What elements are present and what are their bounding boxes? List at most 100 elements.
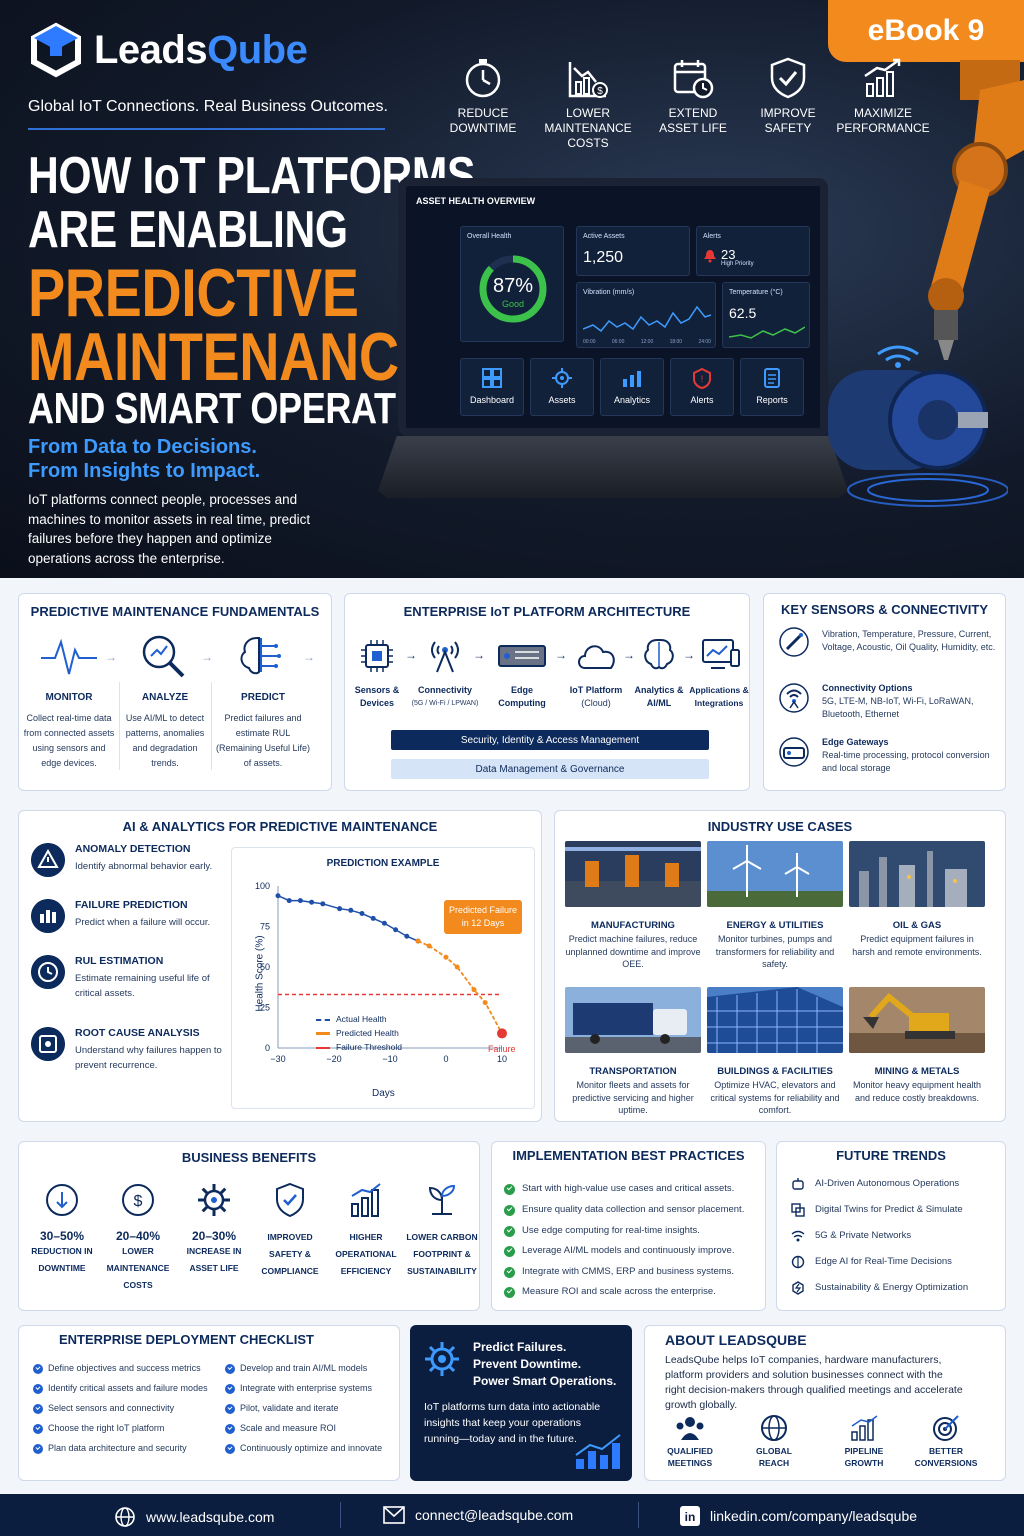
health-gauge-icon xyxy=(479,255,547,323)
actual-point xyxy=(359,911,365,917)
checklist-item: Define objectives and success metrics xyxy=(33,1363,201,1374)
predicted-point xyxy=(454,964,460,970)
trend-item: Sustainability & Energy Optimization xyxy=(791,1281,968,1295)
about-title: ABOUT LEADSQUBE xyxy=(665,1332,807,1348)
subheadline-2: From Insights to Impact. xyxy=(28,460,261,482)
arrow-icon: → xyxy=(473,648,485,662)
alert-icon: ! xyxy=(693,367,711,389)
future-trends-title: FUTURE TRENDS xyxy=(836,1148,946,1163)
magnifier-chart-icon xyxy=(142,635,185,678)
best-practices-panel: IMPLEMENTATION BEST PRACTICES Start with… xyxy=(491,1141,766,1311)
node-platform: IoT Platform(Cloud) xyxy=(569,685,623,708)
practice-item: Ensure quality data collection and senso… xyxy=(504,1204,744,1216)
actual-point xyxy=(286,898,292,904)
anomaly-warning-icon xyxy=(31,843,65,877)
arrow-icon: → xyxy=(105,650,117,664)
checklist-item: Choose the right IoT platform xyxy=(33,1423,164,1434)
brain-icon xyxy=(644,639,674,670)
brain-circuit-icon xyxy=(240,637,281,675)
connectivity-options: 5G, LTE-M, NB-IoT, Wi-Fi, LoRaWAN, Bluet… xyxy=(822,696,974,719)
analytics-icon xyxy=(623,371,641,387)
practice-item: Use edge computing for real-time insight… xyxy=(504,1225,700,1237)
shield-check-icon xyxy=(276,1182,304,1218)
checklist-panel: ENTERPRISE DEPLOYMENT CHECKLIST Define o… xyxy=(18,1325,400,1481)
checklist-item: Continuously optimize and innovate xyxy=(225,1443,382,1454)
cost-chart-icon: $ xyxy=(568,62,608,98)
chip-icon xyxy=(361,640,393,672)
architecture-title: ENTERPRISE IoT PLATFORM ARCHITECTURE xyxy=(403,604,691,619)
node-analytics: Analytics &AI/ML xyxy=(634,685,684,708)
rul-icon xyxy=(31,955,65,989)
overall-health-card: Overall Health 87% Good xyxy=(460,226,564,342)
nav-alerts[interactable]: !Alerts xyxy=(670,358,734,416)
nav-analytics[interactable]: Analytics xyxy=(600,358,664,416)
target-icon xyxy=(933,1415,959,1441)
linkedin-icon: in xyxy=(680,1506,700,1526)
nav-dashboard[interactable]: Dashboard xyxy=(460,358,524,416)
trend-item: Digital Twins for Predict & Simulate xyxy=(791,1203,963,1217)
actual-point xyxy=(309,899,315,905)
trend-item: Edge AI for Real-Time Decisions xyxy=(791,1255,952,1269)
architecture-panel: ENTERPRISE IoT PLATFORM ARCHITECTURE → →… xyxy=(344,593,750,791)
connectivity-heading: Connectivity Options xyxy=(822,683,913,693)
nav-assets[interactable]: Assets xyxy=(530,358,594,416)
electric-motor-image xyxy=(828,345,1008,507)
x-tick-label: 0 xyxy=(443,1054,448,1064)
arrow-icon: → xyxy=(683,648,695,662)
dollar-icon: $ xyxy=(122,1184,154,1216)
use-cases-title: INDUSTRY USE CASES xyxy=(707,819,853,834)
brand-logo[interactable]: LeadsQube xyxy=(28,22,308,78)
legend-threshold: Failure Threshold xyxy=(316,1040,402,1054)
gear-icon xyxy=(198,1184,230,1216)
nav-reports[interactable]: Reports xyxy=(740,358,804,416)
antenna-icon xyxy=(431,641,459,673)
headline-line-4: MAINTENANCE xyxy=(28,319,436,395)
benefits-title: BUSINESS BENEFITS xyxy=(181,1150,317,1165)
arrow-icon: → xyxy=(555,648,567,662)
predicted-point xyxy=(471,987,477,993)
plant-icon xyxy=(428,1184,456,1215)
checklist-item: Identify critical assets and failure mod… xyxy=(33,1383,208,1394)
chart-legend: Actual Health Predicted Health Failure T… xyxy=(316,1012,402,1054)
alerts-card: Alerts 23 High Priority xyxy=(696,226,810,276)
practice-item: Integrate with CMMS, ERP and business sy… xyxy=(504,1266,734,1278)
hero-description: IoT platforms connect people, processes … xyxy=(28,492,311,566)
pipeline-chart-icon xyxy=(851,1415,878,1441)
cta-description: IoT platforms turn data into actionable … xyxy=(424,1401,601,1445)
envelope-icon xyxy=(383,1506,405,1524)
y-tick-label: 50 xyxy=(260,962,270,972)
arrow-icon: → xyxy=(201,650,213,664)
hero-section: LeadsQube Global IoT Connections. Real B… xyxy=(0,0,1024,578)
fundamentals-title: PREDICTIVE MAINTENANCE FUNDAMENTALS xyxy=(30,604,320,619)
checklist-item: Integrate with enterprise systems xyxy=(225,1383,372,1394)
node-connectivity: Connectivity(5G / Wi-Fi / LPWAN) xyxy=(411,685,479,707)
active-assets-card: Active Assets 1,250 xyxy=(576,226,690,276)
svg-text:$: $ xyxy=(134,1193,143,1210)
dashboard-title: ASSET HEALTH OVERVIEW xyxy=(416,196,536,206)
stopwatch-icon xyxy=(465,59,501,98)
predicted-point xyxy=(482,1000,488,1006)
checklist-title: ENTERPRISE DEPLOYMENT CHECKLIST xyxy=(59,1332,314,1347)
x-tick-label: −30 xyxy=(270,1054,285,1064)
wireless-icon xyxy=(779,683,809,713)
headline-line-2: ARE ENABLING xyxy=(28,201,348,259)
svg-text:in: in xyxy=(685,1510,696,1524)
predicted-point xyxy=(426,943,432,949)
y-tick-label: 0 xyxy=(265,1043,270,1053)
footer-website[interactable]: www.leadsqube.com xyxy=(114,1506,274,1528)
footer-email[interactable]: connect@leadsqube.com xyxy=(383,1506,573,1524)
divider xyxy=(340,1502,341,1528)
